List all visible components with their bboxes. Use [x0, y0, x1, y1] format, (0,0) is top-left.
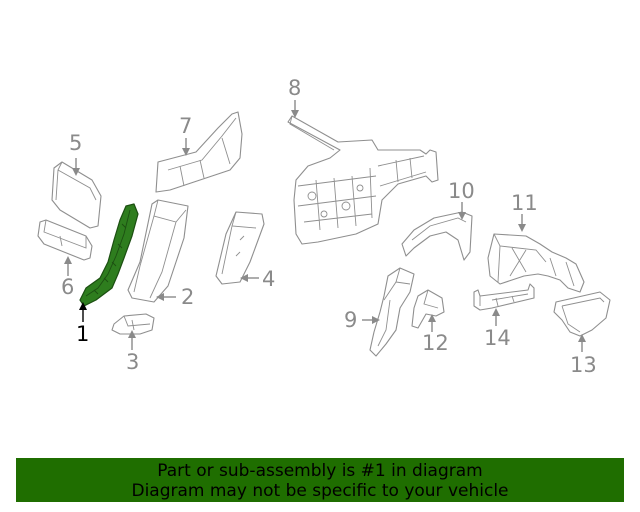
part-14-rail[interactable]: [473, 283, 535, 311]
part-8-frame-assembly[interactable]: [287, 115, 439, 245]
callout-9[interactable]: 9: [344, 308, 357, 332]
part-9-pillar-trim[interactable]: [369, 267, 415, 357]
callout-10[interactable]: 10: [448, 179, 475, 203]
part-6-bracket[interactable]: [37, 219, 93, 261]
banner-line-disclaimer: Diagram may not be specific to your vehi…: [131, 481, 509, 501]
part-1-pillar-reinforcement[interactable]: [79, 203, 139, 307]
callout-8[interactable]: 8: [288, 76, 301, 100]
arrow-4: [240, 274, 248, 282]
callout-12[interactable]: 12: [422, 331, 449, 355]
arrow-12: [428, 314, 436, 322]
arrow-10: [458, 212, 466, 220]
arrow-7: [182, 148, 190, 156]
arrow-2: [156, 293, 164, 301]
selected-part-banner: Part or sub-assembly is #1 in diagram Di…: [16, 458, 624, 502]
arrow-5: [72, 168, 80, 176]
callout-4[interactable]: 4: [262, 267, 275, 291]
arrow-14: [492, 308, 500, 316]
part-4-panel[interactable]: [215, 211, 265, 285]
arrow-8: [291, 110, 299, 118]
arrow-13: [578, 334, 586, 342]
callout-7[interactable]: 7: [179, 114, 192, 138]
part-11-bracket-assembly[interactable]: [487, 233, 585, 293]
banner-line-selected-part: Part or sub-assembly is #1 in diagram: [157, 461, 483, 481]
arrow-6: [64, 256, 72, 264]
callout-labels: 5 6 1 2 3 4 7 8 10 11 9 12 14 13: [61, 76, 597, 377]
arrow-9: [372, 316, 380, 324]
arrow-3: [128, 330, 136, 338]
part-3-bracket[interactable]: [111, 313, 155, 335]
callout-5[interactable]: 5: [69, 131, 82, 155]
part-12-trim-piece[interactable]: [411, 289, 445, 329]
leader-lines: [64, 100, 586, 352]
callout-3[interactable]: 3: [126, 350, 139, 374]
callout-6[interactable]: 6: [61, 275, 74, 299]
callout-13[interactable]: 13: [570, 353, 597, 377]
callout-11[interactable]: 11: [511, 191, 538, 215]
callout-2[interactable]: 2: [181, 285, 194, 309]
part-13-lower-panel[interactable]: [553, 291, 611, 337]
part-7-wheelhouse-panel[interactable]: [155, 111, 243, 193]
arrow-11: [518, 224, 526, 232]
part-10-wheel-arch[interactable]: [401, 211, 473, 261]
callout-14[interactable]: 14: [484, 326, 511, 350]
part-2-pillar-panel[interactable]: [127, 199, 189, 303]
callout-1[interactable]: 1: [76, 322, 89, 346]
arrow-1: [79, 302, 87, 310]
